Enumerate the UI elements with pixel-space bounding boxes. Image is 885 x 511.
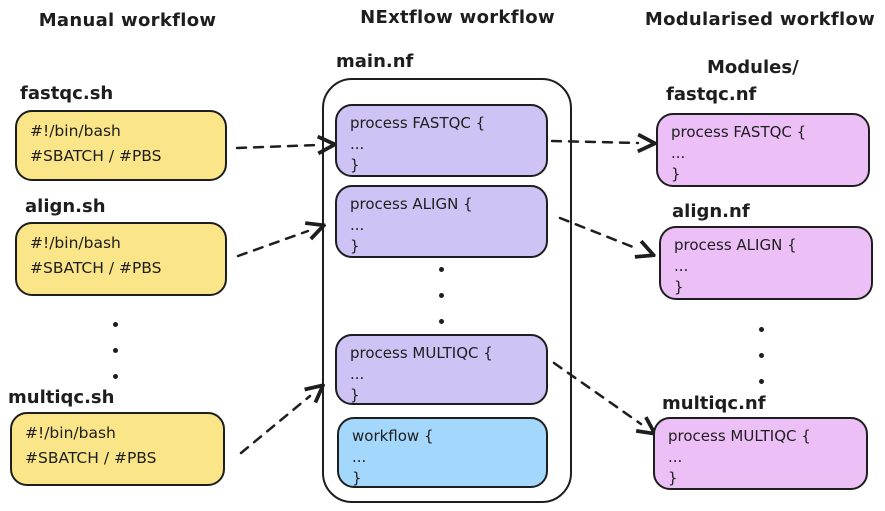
code-line: workflow { bbox=[352, 427, 434, 445]
process-fastqc-box: process FASTQC { ... } bbox=[335, 104, 548, 177]
nextflow-workflow-title: NExtflow workflow bbox=[360, 7, 555, 28]
code-line: #!/bin/bash bbox=[30, 234, 121, 252]
ellipsis-dots-modules bbox=[759, 327, 764, 384]
workflow-block-box: workflow { ... } bbox=[337, 417, 548, 488]
code-line: ... bbox=[671, 144, 686, 162]
code-line: process MULTIQC { bbox=[350, 344, 493, 362]
align-sh-label: align.sh bbox=[25, 196, 106, 217]
code-line: #SBATCH / #PBS bbox=[25, 449, 157, 467]
code-line: #SBATCH / #PBS bbox=[30, 147, 162, 165]
fastqc-sh-label: fastqc.sh bbox=[20, 83, 114, 104]
ellipsis-dots-main bbox=[439, 267, 444, 324]
code-line: #!/bin/bash bbox=[30, 122, 121, 140]
code-line: } bbox=[674, 278, 684, 296]
code-line: } bbox=[352, 469, 362, 487]
code-line: } bbox=[350, 156, 360, 174]
align-nf-label: align.nf bbox=[672, 201, 750, 222]
process-multiqc-box: process MULTIQC { ... } bbox=[335, 334, 548, 405]
code-line: } bbox=[350, 237, 360, 255]
fastqc-sh-box: #!/bin/bash #SBATCH / #PBS bbox=[15, 110, 227, 181]
fastqc-nf-label: fastqc.nf bbox=[666, 84, 757, 105]
code-line: } bbox=[668, 469, 678, 487]
ellipsis-dots-manual bbox=[113, 322, 118, 379]
align-nf-box: process ALIGN { ... } bbox=[659, 226, 873, 300]
arrow-fastqc-sh-to-main-icon bbox=[235, 145, 318, 148]
arrow-multiqc-sh-to-main-icon bbox=[239, 396, 310, 455]
code-line: } bbox=[671, 165, 681, 183]
manual-workflow-title: Manual workflow bbox=[38, 10, 217, 31]
multiqc-nf-label: multiqc.nf bbox=[662, 393, 766, 414]
modularised-workflow-title: Modularised workflow bbox=[644, 9, 876, 30]
code-line: process ALIGN { bbox=[350, 195, 473, 213]
code-line: process MULTIQC { bbox=[668, 427, 811, 445]
modules-folder-label: Modules/ bbox=[707, 57, 799, 78]
fastqc-nf-box: process FASTQC { ... } bbox=[656, 113, 870, 187]
multiqc-nf-box: process MULTIQC { ... } bbox=[653, 417, 868, 490]
code-line: ... bbox=[674, 257, 689, 275]
multiqc-sh-label: multiqc.sh bbox=[8, 387, 115, 408]
code-line: #SBATCH / #PBS bbox=[30, 259, 162, 277]
code-line: } bbox=[350, 386, 360, 404]
code-line: ... bbox=[668, 448, 683, 466]
code-line: ... bbox=[352, 448, 367, 466]
main-nf-label: main.nf bbox=[336, 51, 414, 72]
code-line: ... bbox=[350, 216, 365, 234]
process-align-box: process ALIGN { ... } bbox=[335, 185, 548, 258]
code-line: process ALIGN { bbox=[674, 236, 797, 254]
arrow-align-sh-to-main-icon bbox=[236, 231, 308, 258]
main-nf-container bbox=[322, 78, 572, 503]
code-line: process FASTQC { bbox=[350, 114, 486, 132]
code-line: ... bbox=[350, 135, 365, 153]
code-line: process FASTQC { bbox=[671, 123, 807, 141]
code-line: #!/bin/bash bbox=[25, 424, 116, 442]
align-sh-box: #!/bin/bash #SBATCH / #PBS bbox=[15, 222, 227, 296]
multiqc-sh-box: #!/bin/bash #SBATCH / #PBS bbox=[10, 412, 225, 486]
code-line: ... bbox=[350, 365, 365, 383]
